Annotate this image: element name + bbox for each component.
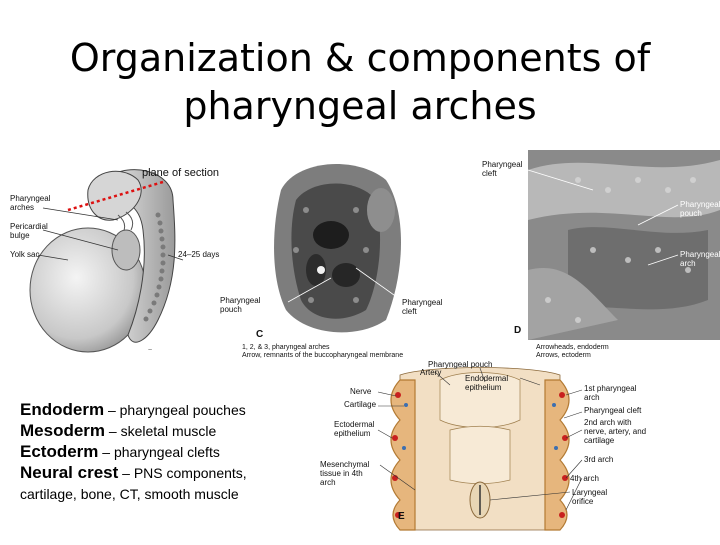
endodermal-epithelium-label: Endodermal epithelium xyxy=(465,374,545,392)
sem-c-image xyxy=(256,150,526,360)
third-arch-label: 3rd arch xyxy=(584,455,613,464)
term-mesoderm: Mesoderm xyxy=(20,421,105,440)
cartilage-label: Cartilage xyxy=(344,400,376,409)
panel-e-letter: E xyxy=(398,512,405,521)
nerve-label: Nerve xyxy=(350,387,371,396)
yolk-sac-label: Yolk sac xyxy=(10,250,40,259)
sem-d-arch-label: Pharyngeal arch xyxy=(680,250,718,268)
fourth-arch-label: 4th arch xyxy=(570,474,599,483)
svg-text:~: ~ xyxy=(148,347,152,354)
plane-of-section-label: plane of section xyxy=(142,167,219,179)
term-neural-crest: Neural crest xyxy=(20,463,118,482)
page-title: Organization & components of pharyngeal … xyxy=(40,34,680,130)
pouch-label: Pharyngeal pouch xyxy=(428,360,493,369)
age-label: 24–25 days xyxy=(178,250,219,259)
sem-d-pouch-label: Pharyngeal pouch xyxy=(680,200,718,218)
sem-c-caption-2: Arrow, remnants of the buccopharyngeal m… xyxy=(242,351,403,360)
list-item: Neural crest – PNS components, xyxy=(20,463,320,484)
first-arch-label: 1st pharyngeal arch xyxy=(584,384,644,402)
title-line-1: Organization & components of xyxy=(40,34,680,82)
sem-c-panel-letter: C xyxy=(256,330,263,339)
arch-diagram-e: Artery Pharyngeal pouch Endodermal epith… xyxy=(320,360,720,540)
list-item: Mesoderm – skeletal muscle xyxy=(20,421,320,442)
sem-c-pouch-label: Pharyngeal pouch xyxy=(220,296,270,314)
sem-d-panel-letter: D xyxy=(514,326,521,335)
sem-c-cleft-label: Pharyngeal cleft xyxy=(402,298,452,316)
second-arch-label: 2nd arch with nerve, artery, and cartila… xyxy=(584,418,650,445)
term-ectoderm: Ectoderm xyxy=(20,442,98,461)
artery-label: Artery xyxy=(420,368,441,377)
embryo-illustration: ~ plane of section Pharyngeal arches Per… xyxy=(8,160,263,360)
sem-panel-d: Pharyngeal cleft Pharyngeal pouch Pharyn… xyxy=(508,150,720,360)
sem-panel-c: Pharyngeal pouch Pharyngeal cleft C 1, 2… xyxy=(256,150,526,360)
sem-d-caption-2: Arrows, ectoderm xyxy=(536,351,591,360)
mesenchymal-tissue-label: Mesenchymal tissue in 4th arch xyxy=(320,460,380,487)
components-list: Endoderm – pharyngeal pouches Mesoderm –… xyxy=(20,400,320,504)
def-mesoderm: – skeletal muscle xyxy=(105,423,216,439)
sem-d-cleft-label: Pharyngeal cleft xyxy=(482,160,522,178)
def-ectoderm: – pharyngeal clefts xyxy=(98,444,219,460)
list-item: Ectoderm – pharyngeal clefts xyxy=(20,442,320,463)
def-neural-crest: – PNS components, xyxy=(118,465,246,481)
cleft-label: Pharyngeal cleft xyxy=(584,406,644,415)
neural-crest-continuation: cartilage, bone, CT, smooth muscle xyxy=(20,484,320,504)
laryngeal-orifice-label: Laryngeal orifice xyxy=(572,488,612,506)
title-line-2: pharyngeal arches xyxy=(40,82,680,130)
ectodermal-epithelium-label: Ectodermal epithelium xyxy=(334,420,378,438)
term-endoderm: Endoderm xyxy=(20,400,104,419)
embryo-drawing: ~ xyxy=(8,160,263,360)
pericardial-bulge-label: Pericardial bulge xyxy=(10,222,46,240)
pharyngeal-arches-label: Pharyngeal arches xyxy=(10,194,46,212)
def-endoderm: – pharyngeal pouches xyxy=(104,402,246,418)
list-item: Endoderm – pharyngeal pouches xyxy=(20,400,320,421)
